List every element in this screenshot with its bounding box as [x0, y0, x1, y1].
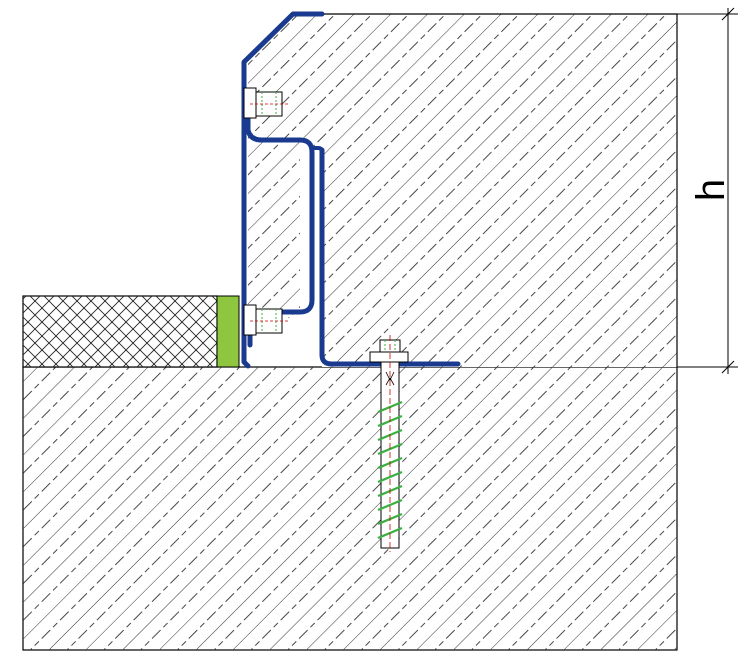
height-dimension: [677, 7, 738, 374]
upper-bolt: [243, 87, 290, 119]
upper-slab: [248, 13, 678, 367]
anchor-screw: [369, 335, 409, 552]
lower-bolt: [243, 304, 290, 336]
dimension-label-h: h: [689, 179, 733, 201]
seal-insert: [216, 295, 240, 368]
base-slab: [22, 366, 678, 651]
floor-covering: [22, 295, 218, 368]
